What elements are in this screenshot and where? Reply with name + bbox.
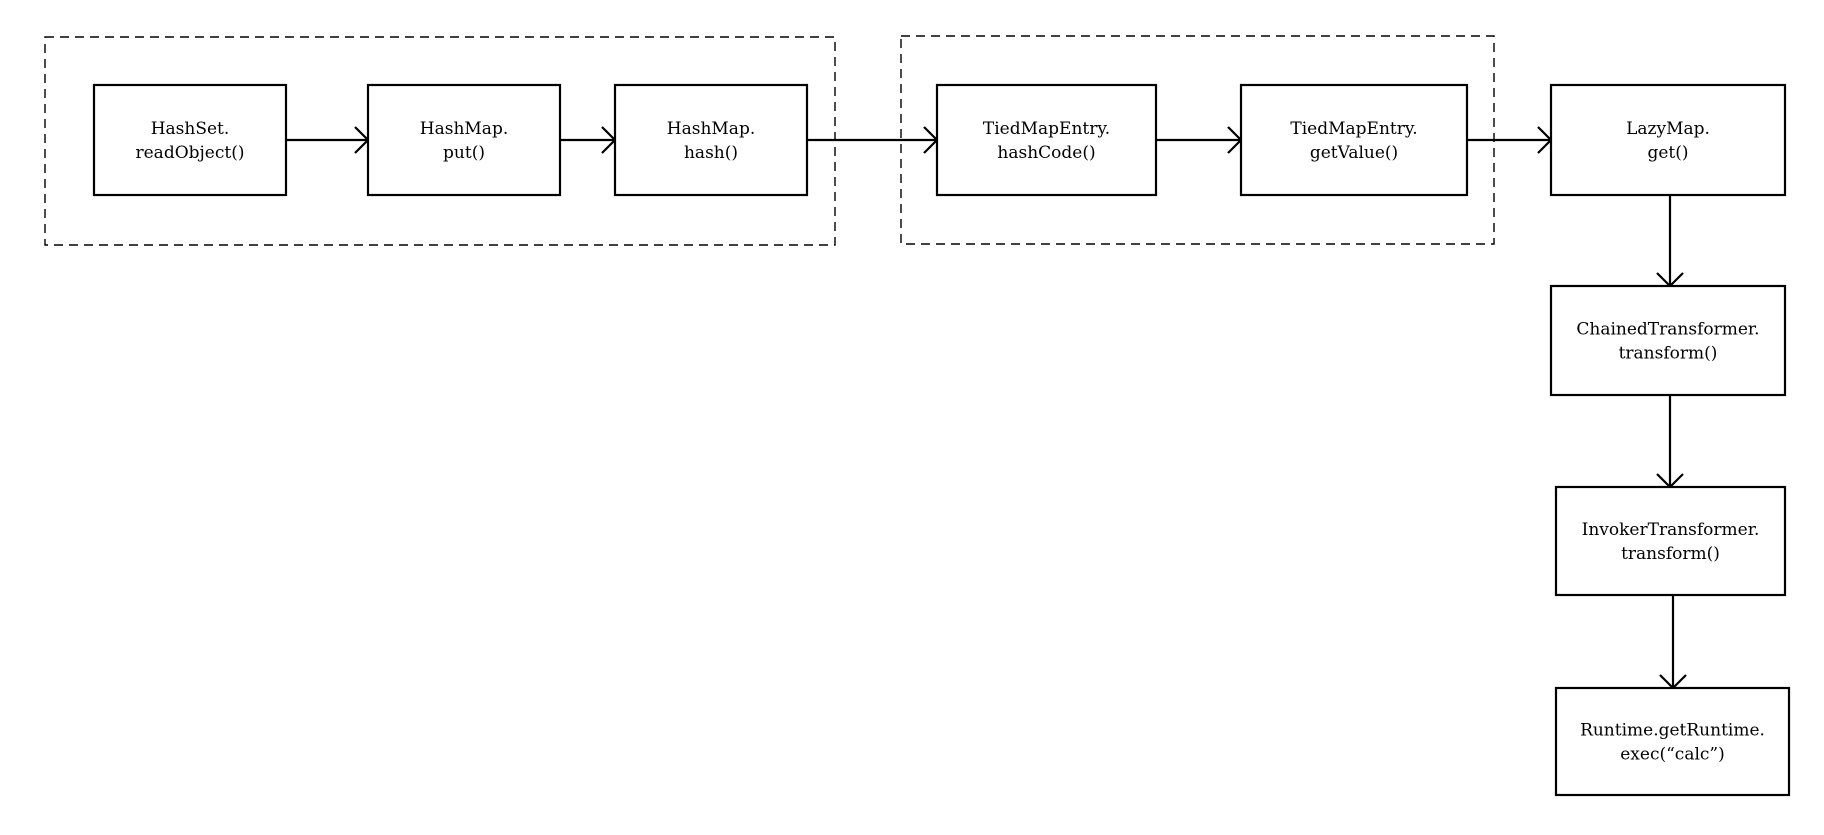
- node-label-class: HashSet.: [151, 119, 230, 139]
- edge-chainedtransformer-transform-to-invokertransformer-transform: [1656, 395, 1684, 489]
- node-hashmap-hash: HashMap. hash(): [613, 83, 809, 197]
- node-label-method: put(): [443, 143, 485, 163]
- edge-tiedmapentry-hashcode-to-tiedmapentry-getvalue: [1156, 126, 1243, 154]
- node-box: [1549, 83, 1787, 197]
- edge-invokertransformer-transform-to-runtime-exec: [1659, 595, 1687, 690]
- node-hashmap-put: HashMap. put(): [366, 83, 562, 197]
- edges-layer: [286, 126, 1687, 690]
- node-runtime-exec: Runtime.getRuntime. exec(“calc”): [1554, 686, 1791, 797]
- node-box: [613, 83, 809, 197]
- node-label-method: readObject(): [136, 143, 245, 163]
- node-label-method: transform(): [1619, 344, 1718, 364]
- node-label-method: hashCode(): [997, 143, 1095, 163]
- node-box: [1554, 485, 1787, 597]
- node-lazymap-get: LazyMap. get(): [1549, 83, 1787, 197]
- edge-lazymap-get-to-chainedtransformer-transform: [1656, 195, 1684, 288]
- node-box: [92, 83, 288, 197]
- node-box: [1549, 284, 1787, 397]
- node-tiedmapentry-getvalue: TiedMapEntry. getValue(): [1239, 83, 1469, 197]
- node-hashset-readobject: HashSet. readObject(): [92, 83, 288, 197]
- node-label-method: hash(): [684, 143, 738, 163]
- node-tiedmapentry-hashcode: TiedMapEntry. hashCode(): [935, 83, 1158, 197]
- edge-hashmap-hash-to-tiedmapentry-hashcode: [807, 126, 939, 154]
- edge-hashmap-put-to-hashmap-hash: [560, 126, 617, 154]
- node-box: [1239, 83, 1469, 197]
- node-box: [1554, 686, 1791, 797]
- node-label-class: HashMap.: [420, 119, 508, 139]
- node-label-method: getValue(): [1310, 143, 1398, 163]
- node-label-class: ChainedTransformer.: [1576, 320, 1759, 340]
- node-label-class: InvokerTransformer.: [1582, 520, 1760, 540]
- node-invokertransformer-transform: InvokerTransformer. transform(): [1554, 485, 1787, 597]
- node-label-method: transform(): [1621, 544, 1720, 564]
- node-box: [935, 83, 1158, 197]
- node-label-class: HashMap.: [667, 119, 755, 139]
- node-chainedtransformer-transform: ChainedTransformer. transform(): [1549, 284, 1787, 397]
- node-label-class: LazyMap.: [1626, 119, 1710, 139]
- node-label-class: TiedMapEntry.: [983, 119, 1110, 139]
- node-label-class: TiedMapEntry.: [1290, 119, 1417, 139]
- edge-hashset-readobject-to-hashmap-put: [286, 126, 370, 154]
- nodes-layer: HashSet.readObject()HashMap.put()HashMap…: [92, 83, 1791, 797]
- node-box: [366, 83, 562, 197]
- node-label-method: exec(“calc”): [1620, 745, 1725, 765]
- edge-tiedmapentry-getvalue-to-lazymap-get: [1467, 126, 1553, 154]
- node-label-class: Runtime.getRuntime.: [1580, 721, 1765, 741]
- node-label-method: get(): [1647, 143, 1688, 163]
